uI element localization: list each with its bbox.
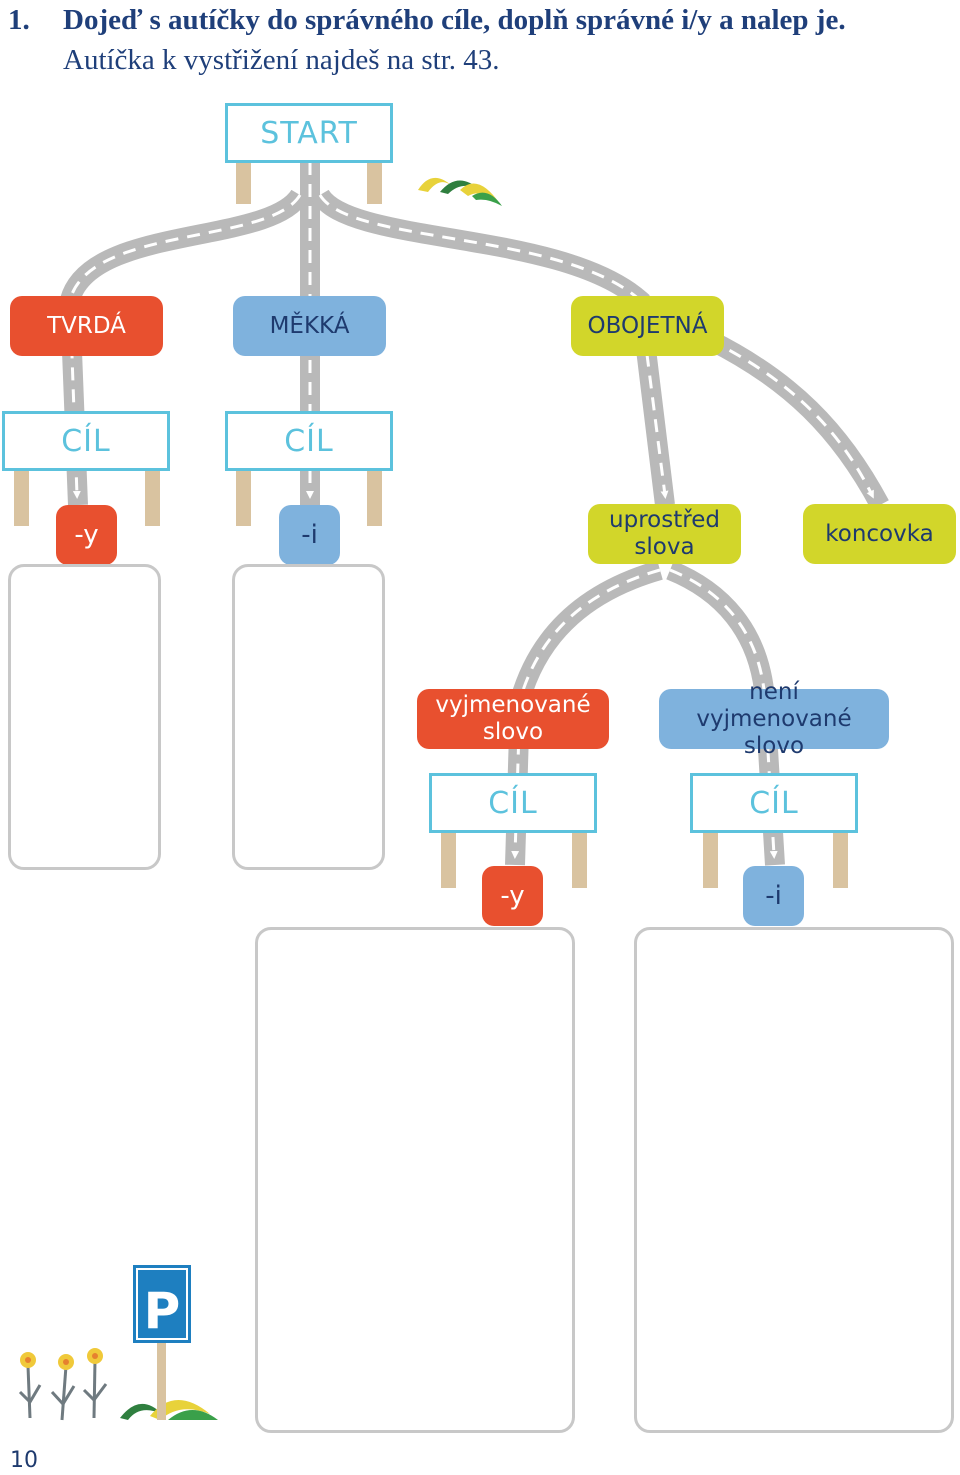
ending-y-tvrda: -y: [56, 505, 117, 565]
ending-y-vyjmenovane: -y: [482, 866, 543, 926]
sticker-area-nevyjmenovane-i[interactable]: [634, 927, 954, 1433]
page-number: 10: [10, 1448, 38, 1473]
task-line-1: Dojeď s autíčky do správného cíle, doplň…: [63, 4, 846, 36]
flowers-decoration: [18, 1348, 218, 1421]
roads: [59, 162, 889, 866]
word-type-vyjmenovane: vyjmenované slovo: [417, 689, 609, 749]
start-sign: START: [225, 103, 393, 163]
goal-sign-nevyjmenovane: CÍL: [690, 773, 858, 833]
position-uprostred: uprostřed slova: [588, 504, 741, 564]
ending-i-nevyjmenovane: -i: [743, 866, 804, 926]
sticker-area-vyjmenovane-y[interactable]: [255, 927, 575, 1433]
goal-sign-mekka: CÍL: [225, 411, 393, 471]
parking-sign: [133, 1265, 191, 1343]
position-koncovka: koncovka: [803, 504, 956, 564]
sticker-area-tvrda-y[interactable]: [8, 564, 161, 870]
word-type-nevyjmenovane: není vyjmenované slovo: [659, 679, 889, 759]
sign-posts: [14, 160, 848, 888]
category-obojetna: OBOJETNÁ: [571, 296, 724, 356]
parking-post: [157, 1342, 166, 1420]
sticker-area-mekka-i[interactable]: [232, 564, 385, 870]
category-tvrda: TVRDÁ: [10, 296, 163, 356]
task-line-2: Autíčka k vystřižení najdeš na str. 43.: [63, 44, 500, 76]
category-mekka: MĚKKÁ: [233, 296, 386, 356]
parking-sign-letter: P: [144, 1282, 181, 1340]
goal-sign-tvrda: CÍL: [2, 411, 170, 471]
goal-sign-vyjmenovane: CÍL: [429, 773, 597, 833]
grass-decoration: [418, 177, 502, 206]
task-number: 1.: [8, 4, 30, 36]
ending-i-mekka: -i: [279, 505, 340, 565]
